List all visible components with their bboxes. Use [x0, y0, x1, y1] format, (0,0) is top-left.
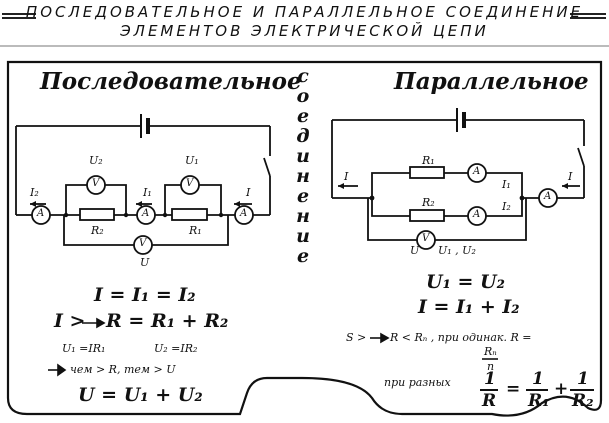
parallel-diff-text: при разных	[384, 376, 451, 389]
parallel-circuit	[331, 108, 585, 250]
series-label-u2: U₂	[89, 154, 103, 167]
voltmeter-v1-symbol: V	[186, 178, 194, 189]
ammeter-symbol: A	[240, 208, 248, 219]
content-panel: Последовательное Параллельное с о е д и …	[2, 58, 607, 420]
parallel-label-u: U	[410, 244, 420, 257]
header-line-2: ЭЛЕМЕНТОВ ЭЛЕКТРИЧЕСКОЙ ЦЕПИ	[120, 22, 489, 40]
parallel-voltage-formula: U₁ = U₂	[426, 271, 505, 293]
parallel-fraction-numerator: Rₙ	[484, 345, 497, 358]
series-label-i: I	[246, 186, 251, 199]
header-rule-left	[2, 13, 36, 19]
vertical-letter: с	[297, 65, 309, 87]
recip-numerator: 1	[577, 369, 589, 389]
parallel-title: Параллельное	[394, 68, 589, 95]
series-label-u1: U₁	[185, 154, 199, 167]
vertical-letter: н	[296, 205, 310, 227]
parallel-current-formula: I = I₁ + I₂	[418, 296, 520, 318]
vertical-letter: и	[296, 145, 310, 167]
equals-sign: =	[506, 379, 521, 399]
ammeter-symbol: A	[37, 208, 45, 219]
page-header: ПОСЛЕДОВАТЕЛЬНОЕ И ПАРАЛЛЕЛЬНОЕ СОЕДИНЕН…	[0, 0, 609, 44]
vertical-word-connection: с о е д и н е н и е	[291, 66, 315, 266]
parallel-label-r1: R₁	[422, 154, 435, 167]
vertical-letter: о	[296, 85, 310, 107]
panel-border	[6, 60, 603, 417]
vertical-letter: е	[296, 185, 310, 207]
parallel-arrowheads	[338, 183, 568, 201]
parallel-same-prefix: S >	[346, 331, 367, 344]
voltmeter-symbol: V	[422, 233, 430, 244]
series-u1-formula: U₁ =IR₁	[62, 342, 106, 355]
recip-denominator: R	[482, 391, 497, 411]
recip-denominator: R₁	[528, 391, 550, 411]
parallel-label-i2: I₂	[502, 200, 511, 213]
recip-numerator: 1	[532, 369, 544, 389]
vertical-letter: н	[296, 165, 310, 187]
parallel-same-text: R < Rₙ , при одинак. R =	[390, 331, 532, 344]
formula-arrows	[48, 317, 594, 391]
header-divider	[0, 45, 609, 47]
vertical-letter: е	[296, 245, 310, 267]
series-arrowheads	[30, 201, 240, 218]
ammeter-symbol: A	[142, 208, 150, 219]
series-note: чем > R, тем > U	[70, 363, 176, 376]
vertical-letter: д	[296, 125, 310, 147]
series-resistance-formula: R = R₁ + R₂	[106, 310, 229, 332]
series-label-i2: I₂	[30, 186, 39, 199]
series-u2-formula: U₂ =IR₂	[154, 342, 198, 355]
series-voltage-formula: U = U₁ + U₂	[78, 384, 203, 406]
ammeter-symbol: A	[473, 209, 481, 220]
series-circuit	[15, 114, 271, 255]
parallel-label-i-right: I	[568, 170, 573, 183]
ammeter-symbol: A	[544, 191, 552, 202]
vertical-letter: е	[296, 105, 310, 127]
circuit-drawings	[6, 60, 603, 417]
series-current-formula: I = I₁ = I₂	[94, 284, 196, 306]
voltmeter-v2-symbol: V	[92, 178, 100, 189]
parallel-fraction-denominator: n	[487, 360, 495, 373]
voltmeter-symbol: V	[139, 238, 147, 249]
parallel-label-i-left: I	[344, 170, 349, 183]
series-resistance-prefix: I >	[54, 310, 86, 332]
recip-denominator: R₂	[572, 391, 594, 411]
header-line-1: ПОСЛЕДОВАТЕЛЬНОЕ И ПАРАЛЛЕЛЬНОЕ СОЕДИНЕН…	[25, 3, 584, 21]
parallel-label-r2: R₂	[422, 196, 435, 209]
recip-numerator: 1	[484, 369, 496, 389]
series-label-i1: I₁	[143, 186, 152, 199]
ammeter-symbol: A	[473, 166, 481, 177]
series-title: Последовательное	[40, 68, 302, 95]
series-label-r2: R₂	[91, 224, 104, 237]
vertical-letter: и	[296, 225, 310, 247]
parallel-label-u-meter: U₁ , U₂	[438, 244, 476, 257]
series-label-r1: R₁	[189, 224, 202, 237]
header-rule-right	[570, 13, 606, 19]
series-label-u: U	[140, 256, 150, 269]
parallel-label-i1: I₁	[502, 178, 511, 191]
plus-sign: +	[554, 379, 569, 399]
